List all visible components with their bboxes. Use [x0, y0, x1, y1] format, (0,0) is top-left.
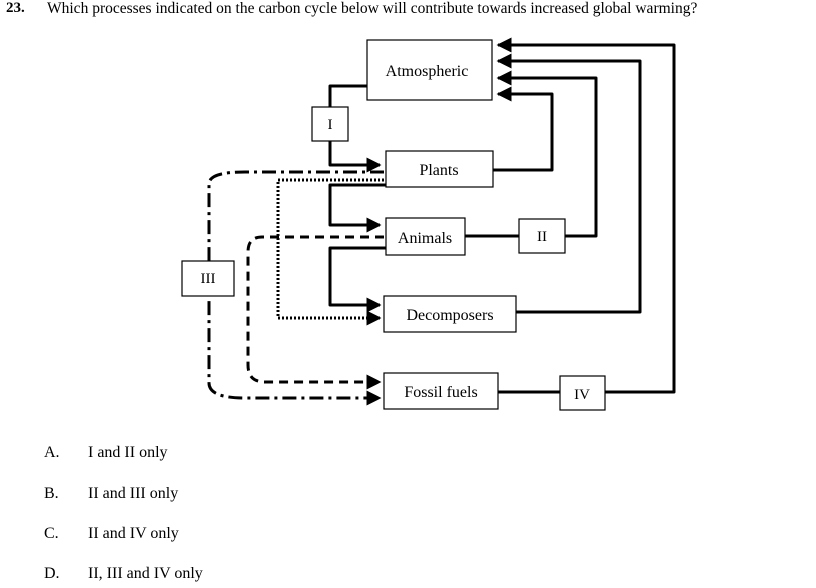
option-b-text: II and III only: [88, 485, 179, 502]
arrow-decomposers-to-atmospheric: [496, 53, 642, 314]
process-ii-label: II: [537, 229, 547, 245]
arrow-animals-to-atmospheric: [496, 70, 598, 238]
option-c-letter: C.: [44, 525, 59, 542]
node-atmospheric-label: Atmospheric: [386, 63, 469, 80]
process-ii: II: [518, 218, 566, 254]
process-i: I: [311, 106, 349, 142]
node-decomposers: Decomposers: [383, 295, 517, 333]
option-b[interactable]: B. II and III only: [44, 485, 178, 503]
node-fossil-fuels-label: Fossil fuels: [404, 384, 477, 401]
option-c[interactable]: C. II and IV only: [44, 525, 179, 543]
node-decomposers-label: Decomposers: [406, 307, 493, 324]
process-iv: IV: [559, 375, 606, 411]
option-d-letter: D.: [44, 565, 60, 582]
arrow-plants-to-decomposers-dotted: [276, 178, 384, 326]
arrow-animals-to-fossil-fuels-dashed: [246, 235, 384, 390]
question-text: Which processes indicated on the carbon …: [47, 0, 698, 17]
option-a[interactable]: A. I and II only: [44, 444, 168, 462]
option-c-text: II and IV only: [88, 525, 179, 542]
arrow-plants-to-fossil-fuels-iii: [207, 170, 384, 406]
process-iii: III: [181, 260, 235, 297]
option-a-text: I and II only: [88, 444, 168, 461]
process-iii-label: III: [201, 271, 216, 287]
arrow-fossil-fuels-to-atmospheric: [496, 37, 676, 394]
option-b-letter: B.: [44, 485, 59, 502]
node-fossil-fuels: Fossil fuels: [383, 372, 499, 410]
question-number: 23.: [6, 0, 25, 16]
option-d[interactable]: D. II, III and IV only: [44, 565, 203, 583]
node-atmospheric: Atmospheric: [366, 39, 493, 101]
node-plants-label: Plants: [419, 162, 458, 179]
process-i-label: I: [328, 117, 333, 133]
process-iv-label: IV: [574, 387, 590, 403]
arrow-animals-to-decomposers: [328, 246, 386, 313]
arrow-plants-to-animals: [328, 183, 386, 233]
node-animals-label: Animals: [398, 230, 452, 247]
arrow-plants-to-atmospheric: [493, 86, 554, 172]
option-a-letter: A.: [44, 444, 60, 461]
node-animals: Animals: [385, 217, 466, 256]
node-plants: Plants: [385, 150, 494, 188]
option-d-text: II, III and IV only: [88, 565, 203, 582]
